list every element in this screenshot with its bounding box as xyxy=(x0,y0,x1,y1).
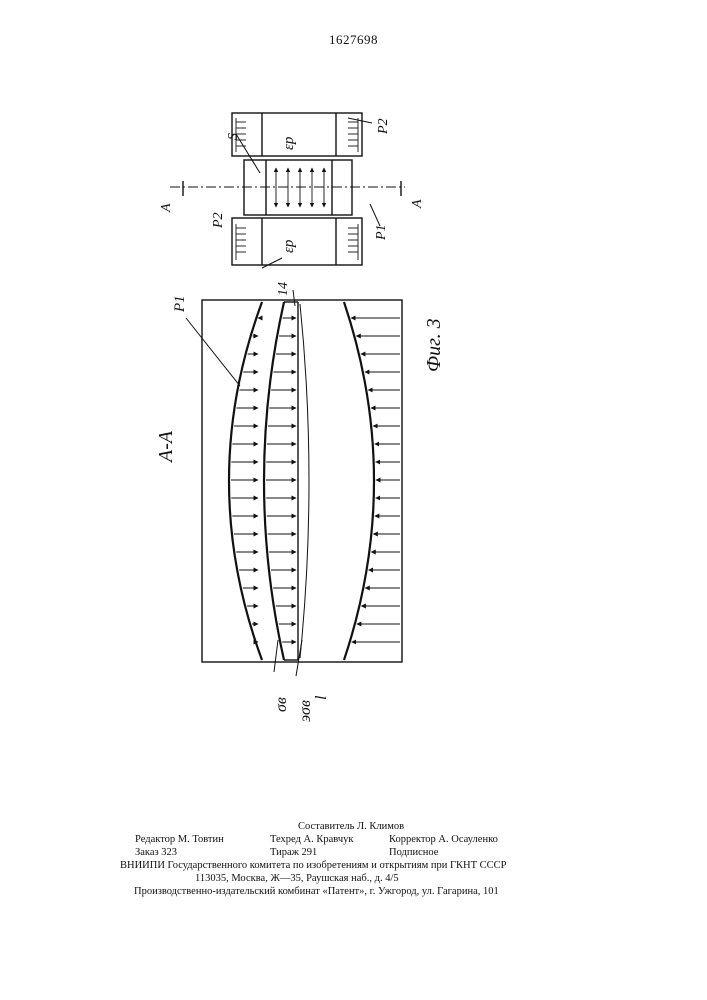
upper-block xyxy=(232,113,362,156)
imprint-editor: Редактор М. Товтин xyxy=(135,833,224,846)
figure-drawing: S εp εp P2 P2 P1 A A 14 P1 A-A σв эσв l … xyxy=(0,0,707,800)
section-mark-left: A xyxy=(159,203,174,213)
imprint-compiler: Составитель Л. Климов xyxy=(298,820,404,833)
section-title: A-A xyxy=(155,430,177,464)
label-p2-lower: P2 xyxy=(211,212,226,229)
middle-curve xyxy=(300,304,309,658)
label-ep-upper: εp xyxy=(281,136,297,150)
label-p1-small: P1 xyxy=(374,224,389,241)
imprint-institute: ВНИИПИ Государственного комитета по изоб… xyxy=(120,859,507,872)
imprint-corrector: Корректор А. Осауленко xyxy=(389,833,498,846)
label-14: 14 xyxy=(276,282,291,296)
label-sigma-b: σв xyxy=(273,697,290,712)
imprint-order: Заказ 323 xyxy=(135,846,177,859)
lower-block xyxy=(232,218,362,265)
imprint-techred: Техред А. Кравчук xyxy=(270,833,353,846)
label-ep-lower: εp xyxy=(281,239,297,253)
imprint-block: Составитель Л. Климов Редактор М. Товтин… xyxy=(0,820,707,898)
label-l: l xyxy=(313,695,330,700)
leaders-main xyxy=(186,290,302,676)
label-p2-upper: P2 xyxy=(376,118,391,135)
imprint-publisher: Производственно-издательский комбинат «П… xyxy=(134,885,499,898)
label-p1-main: P1 xyxy=(172,295,188,313)
figure-caption: Фиг. 3 xyxy=(423,318,445,372)
p2-pressure-lower xyxy=(236,224,358,260)
imprint-circulation: Тираж 291 xyxy=(270,846,317,859)
imprint-subscription: Подписное xyxy=(389,846,438,859)
imprint-address: 113035, Москва, Ж—35, Раушская наб., д. … xyxy=(195,872,399,885)
label-s: S xyxy=(226,133,241,140)
section-mark-right: A xyxy=(410,199,425,209)
label-e-sigma-b: эσв xyxy=(297,700,314,722)
p2-pressure-upper xyxy=(236,118,358,152)
